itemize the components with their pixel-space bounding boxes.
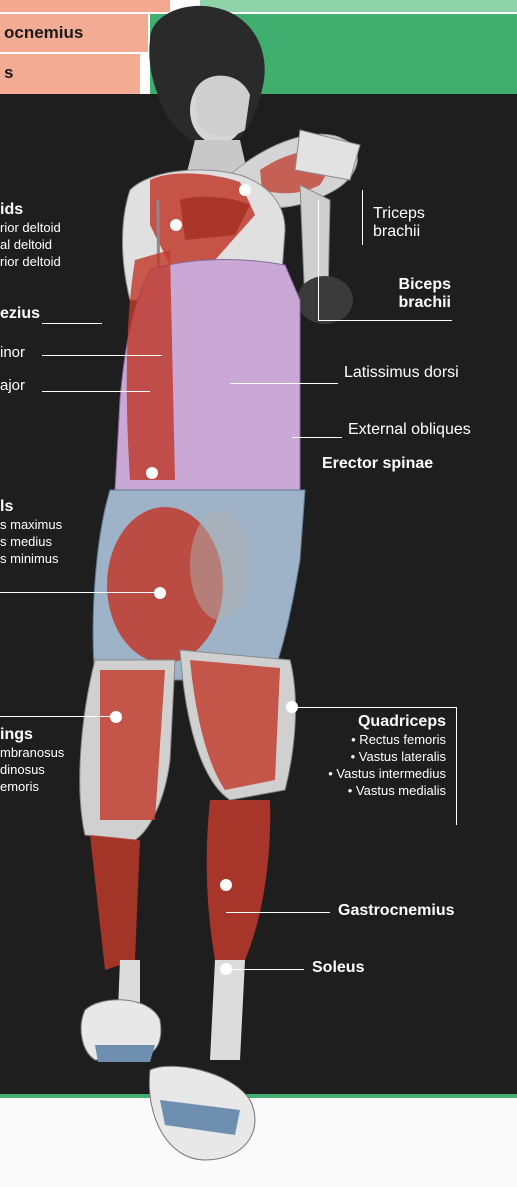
quadriceps-item-medialis: • Vastus medialis [300,782,446,799]
label-trapezius: ezius [0,305,40,323]
deltoids-item-lateral: al deltoid [0,236,61,253]
label-soleus: Soleus [312,959,364,977]
label-rhomboid-minor: inor [0,344,25,362]
label-rhomboid-major: ajor [0,377,25,395]
gluteals-item-minimus: s minimus [0,550,62,567]
soleus-leader [226,969,304,970]
quadriceps-item-rectus: • Rectus femoris [300,731,446,748]
gluteals-title: ls [0,498,13,515]
biceps-line2: brachii [390,294,451,312]
trapezius-leader [42,323,102,324]
label-quadriceps: Quadriceps • Rectus femoris • Vastus lat… [300,713,446,799]
gluteals-item-medius: s medius [0,533,62,550]
gastrocnemius-leader [226,912,330,913]
label-hamstrings: ings mbranosus dinosus emoris [0,726,64,795]
triceps-line1: Triceps [373,205,425,223]
biceps-leader-v [318,200,319,321]
label-triceps: Triceps brachii [373,205,425,241]
deltoids-title: ids [0,201,23,218]
quadriceps-item-lateralis: • Vastus lateralis [300,748,446,765]
quadriceps-leader-v [456,707,457,825]
gluteals-leader [0,592,160,593]
label-biceps: Biceps brachii [390,276,451,312]
label-gluteals: ls s maximus s medius s minimus [0,498,62,567]
hamstrings-item-semitendinosus: dinosus [0,761,64,778]
label-latissimus: Latissimus dorsi [344,364,459,382]
deltoids-item-posterior: rior deltoid [0,253,61,270]
obliques-leader [292,437,342,438]
label-erector-spinae: Erector spinae [322,455,433,473]
hamstrings-leader [0,716,116,717]
biceps-line1: Biceps [390,276,451,294]
triceps-line2: brachii [373,223,425,241]
rhomboid-major-leader [42,391,150,392]
rhomboid-minor-leader [42,355,162,356]
hamstrings-item-semimembranosus: mbranosus [0,744,64,761]
quadriceps-leader-h [292,707,457,708]
label-gastrocnemius: Gastrocnemius [338,902,454,920]
latissimus-leader [230,383,338,384]
hamstrings-title: ings [0,726,33,743]
label-deltoids: ids rior deltoid al deltoid rior deltoid [0,201,61,270]
deltoids-item-anterior: rior deltoid [0,219,61,236]
triceps-leader-v [362,190,363,245]
label-external-obliques: External obliques [348,421,471,439]
gluteals-item-maximus: s maximus [0,516,62,533]
quadriceps-item-intermedius: • Vastus intermedius [300,765,446,782]
quadriceps-title: Quadriceps [300,713,446,731]
biceps-leader [318,320,452,321]
hamstrings-item-biceps-femoris: emoris [0,778,64,795]
